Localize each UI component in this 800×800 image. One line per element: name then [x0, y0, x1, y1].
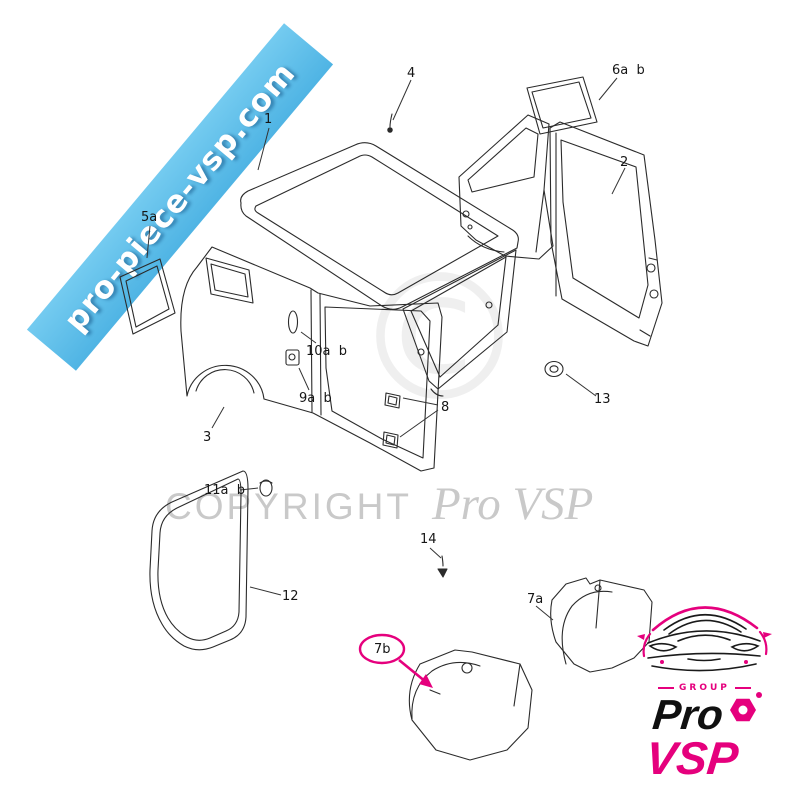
logo-text-vsp: VSP: [643, 732, 741, 784]
part-4-antenna-drawing: [387, 113, 393, 133]
leader-lines: [146, 77, 626, 621]
callout-part-11a: 11a b: [204, 483, 246, 498]
part-14-screw-drawing: [437, 555, 448, 578]
copyright-watermark-text: COPYRIGHT: [165, 486, 412, 527]
part-3-body-side-drawing: [180, 246, 443, 472]
callout-part-10a: 10a b: [306, 344, 348, 359]
callout-part-4: 4: [407, 66, 416, 81]
logo-group-label: GROUP: [679, 683, 730, 693]
part-12-door-seal-drawing: [149, 470, 249, 651]
callout-part-5a: 5a: [141, 210, 158, 225]
part-7b-wheel-arch-cover-drawing: [408, 649, 533, 761]
highlight-arrow-icon: [398, 658, 427, 684]
part-5a-seal-drawing: [119, 258, 176, 335]
callout-part-7a: 7a: [527, 592, 544, 607]
logo-group-line-right: [734, 687, 751, 689]
callout-part-8: 8: [441, 400, 450, 415]
callout-part-9a: 9a b: [299, 391, 332, 406]
part-1-roof-drawing: [240, 142, 519, 397]
callout-part-12: 12: [282, 589, 299, 604]
callout-part-1: 1: [264, 112, 273, 127]
callout-part-6a: 6a b: [612, 63, 645, 78]
part-13-grommet-drawing: [544, 360, 564, 378]
copyright-watermark-brand: Pro VSP: [431, 478, 594, 530]
right-quarter-panel-drawing: [458, 114, 554, 260]
part-11a-plug-drawing: [259, 479, 273, 497]
callout-part-13: 13: [594, 392, 611, 407]
callout-part-7b: 7b: [374, 642, 391, 657]
logo-group-line-left: [658, 687, 674, 689]
logo-group-row: GROUP: [658, 683, 751, 693]
car-sketch-icon: [637, 606, 772, 672]
callout-part-2: 2: [620, 155, 629, 170]
hex-nut-icon: [730, 692, 762, 722]
callout-part-14: 14: [420, 532, 437, 547]
part-7a-wheel-arch-cover-drawing: [550, 577, 653, 673]
part-6a-window-glass-drawing: [526, 76, 598, 135]
part-2-side-frame-drawing: [549, 121, 663, 347]
part-8-clips-drawing: [382, 392, 401, 449]
callout-part-3: 3: [203, 430, 212, 445]
copyright-watermark: COPYRIGHT Pro VSP: [165, 477, 593, 531]
highlight-circle-7b: [358, 633, 433, 688]
